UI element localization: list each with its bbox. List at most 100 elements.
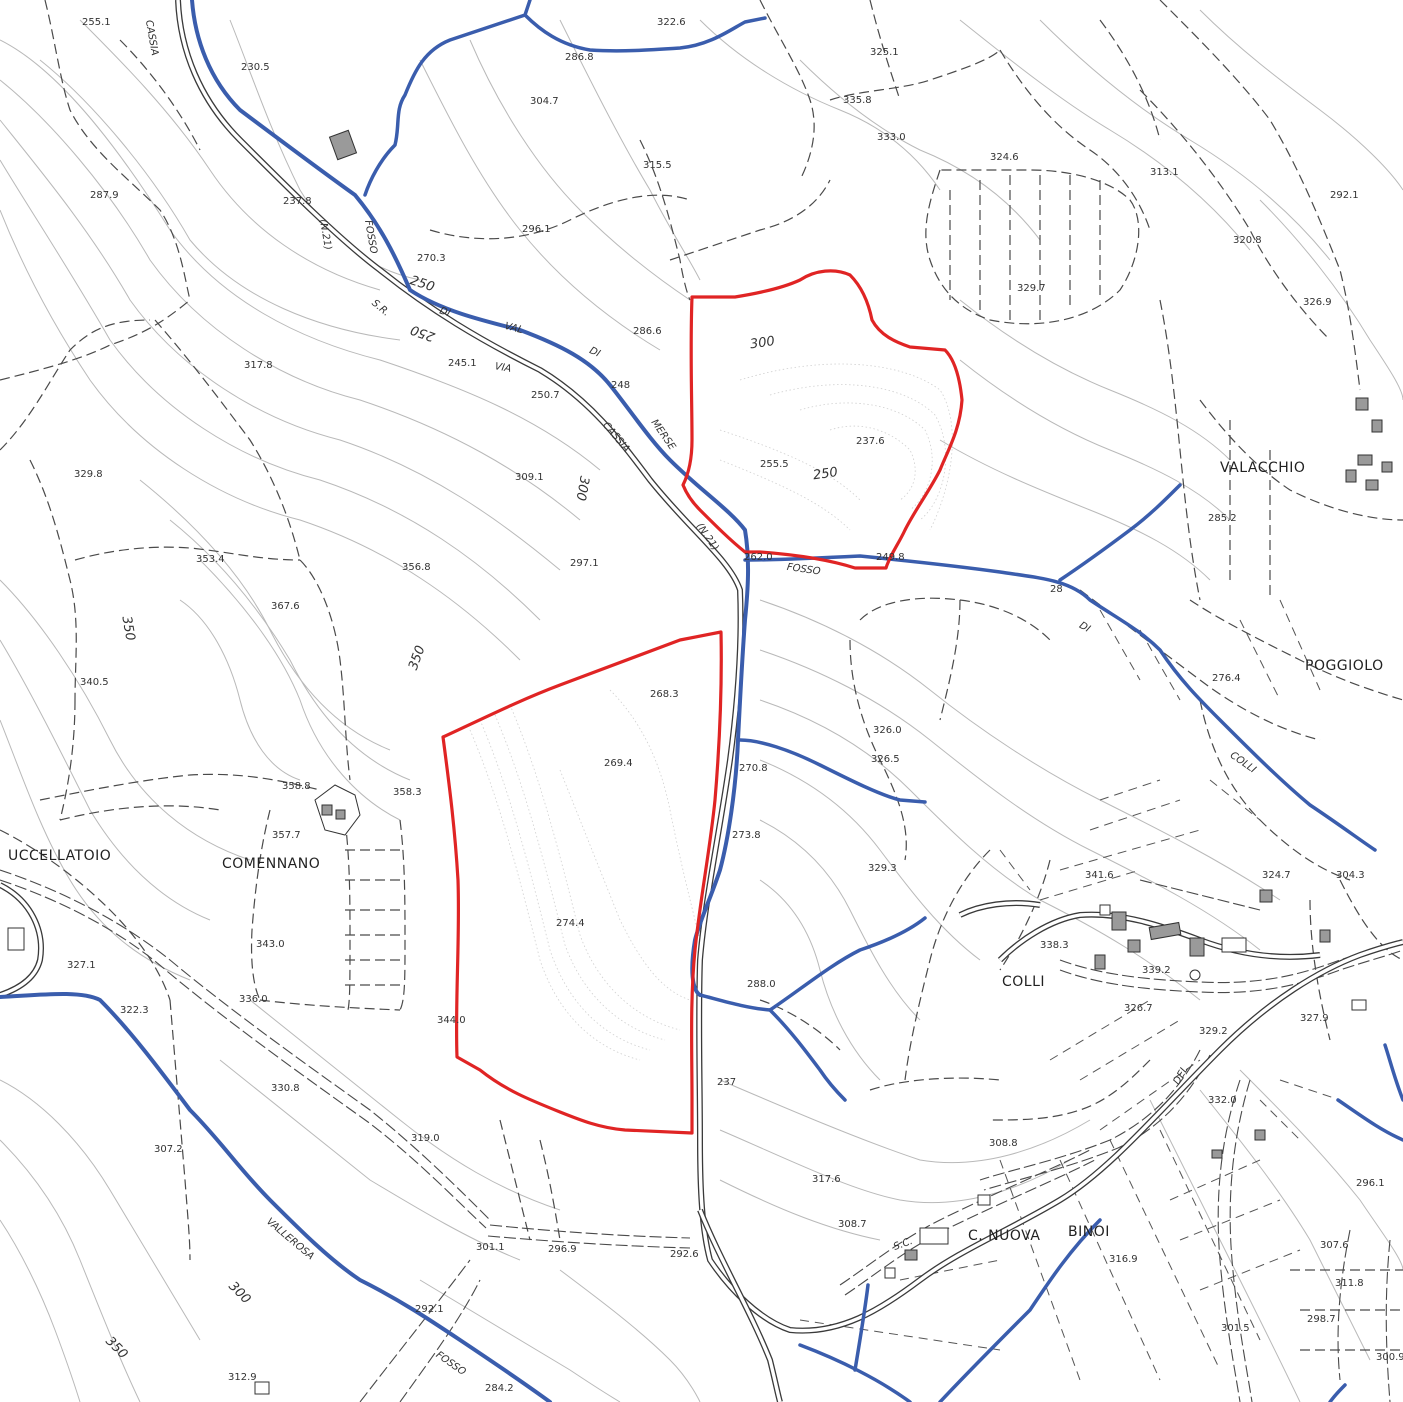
stream-trib-top-east [523, 13, 767, 53]
place-name-binoi: BINOI [1068, 1224, 1110, 1240]
stream-label: VAL [503, 321, 524, 336]
spot-height: 308.8 [989, 1138, 1018, 1149]
spot-height: 326.0 [873, 725, 902, 736]
place-names: VALACCHIO POGGIOLO UCCELLATOIO COMENNANO… [8, 460, 1384, 1244]
stream-trib-south-b [853, 1283, 870, 1372]
stream-label: DI [1077, 620, 1092, 635]
spot-height: 332.0 [1208, 1095, 1237, 1106]
spot-height: 357.7 [272, 830, 301, 841]
stream-label: DI [438, 306, 452, 320]
spot-height: 304.7 [530, 96, 559, 107]
spot-height: 301.1 [476, 1242, 505, 1253]
spot-height: 307.2 [154, 1144, 183, 1155]
place-name-colli: COLLI [1002, 974, 1045, 990]
spot-height: 358.3 [393, 787, 422, 798]
spot-height: 317.8 [244, 360, 273, 371]
spot-height: 340.5 [80, 677, 109, 688]
spot-height: 322.6 [657, 17, 686, 28]
spot-height: 356.8 [402, 562, 431, 573]
spot-heights: 255.1 230.5 322.6 286.8 325.1 304.7 335.… [67, 17, 1403, 1394]
spot-height: 285.2 [1208, 513, 1237, 524]
spot-height: 296.1 [522, 224, 551, 235]
spot-height: 237.6 [856, 436, 885, 447]
parcel-north [681, 269, 964, 570]
spot-height: 286.6 [633, 326, 662, 337]
parcel-south [441, 630, 723, 1135]
road-label: CASSIA [600, 420, 632, 455]
spot-height: 307.6 [1320, 1240, 1349, 1251]
spot-height: 292.6 [670, 1249, 699, 1260]
road-label: (N.21) [317, 218, 333, 251]
spot-height: 329.8 [74, 469, 103, 480]
place-name-poggiolo: POGGIOLO [1305, 658, 1384, 674]
spot-height: 237.8 [283, 196, 312, 207]
spot-height: 296.1 [1356, 1178, 1385, 1189]
contour-label: 350 [406, 644, 429, 672]
fine-contours [469, 363, 953, 1061]
stream-trib-east-c [1328, 1383, 1347, 1402]
spot-height: 316.9 [1109, 1254, 1138, 1265]
spot-height: 326.5 [871, 754, 900, 765]
spot-height: 237 [717, 1077, 736, 1088]
spot-height: 315.5 [643, 160, 672, 171]
stream-trib-288-south [768, 1008, 847, 1102]
spot-height: 344.0 [437, 1015, 466, 1026]
stream-trib-top [363, 0, 532, 197]
spot-height: 274.4 [556, 918, 585, 929]
stream-trib-south-a [798, 1343, 912, 1402]
spot-height: 304.3 [1336, 870, 1365, 881]
double-tracks [0, 869, 1403, 1402]
contour-label: 300 [749, 334, 776, 352]
spot-height: 286.8 [565, 52, 594, 63]
stream-fosso-di-colli [743, 554, 1377, 852]
place-name-c-nuova: C. NUOVA [968, 1228, 1040, 1244]
place-name-uccellatoio: UCCELLATOIO [8, 848, 111, 864]
spot-height: 353.4 [196, 554, 225, 565]
buildings [7, 129, 1393, 1395]
spot-height: 319.0 [411, 1133, 440, 1144]
spot-height: 249.8 [876, 552, 905, 563]
spot-height: 268.3 [650, 689, 679, 700]
contour-label: 300 [225, 1279, 253, 1307]
spot-height: 262.0 [744, 552, 773, 563]
spot-height: 269.4 [604, 758, 633, 769]
contour-labels: 250 300 250 300 350 350 300 350 [102, 273, 839, 1362]
road-label: 250 [409, 321, 437, 344]
stream-binoi [938, 1218, 1102, 1402]
spot-height: 311.8 [1335, 1278, 1364, 1289]
stream-fosso-di-val-di-merse [190, 0, 751, 997]
contour-label: 250 [812, 465, 839, 483]
spot-height: 250.7 [531, 390, 560, 401]
spot-height: 330.8 [271, 1083, 300, 1094]
spot-height: 288.0 [747, 979, 776, 990]
spot-height: 270.3 [417, 253, 446, 264]
place-name-comennano: COMENNANO [222, 856, 320, 872]
place-name-valacchio: VALACCHIO [1220, 460, 1305, 476]
contour-label: 350 [102, 1334, 130, 1362]
spot-height: 341.6 [1085, 870, 1114, 881]
spot-height: 325.1 [870, 47, 899, 58]
spot-height: 276.4 [1212, 673, 1241, 684]
spot-height: 333.0 [877, 132, 906, 143]
spot-height: 273.8 [732, 830, 761, 841]
spot-height: 329.3 [868, 863, 897, 874]
spot-height: 324.6 [990, 152, 1019, 163]
spot-height: 317.6 [812, 1174, 841, 1185]
spot-height: 335.8 [843, 95, 872, 106]
spot-height: 320.8 [1233, 235, 1262, 246]
spot-height: 270.8 [739, 763, 768, 774]
stream-label: FOSSO [434, 1350, 468, 1378]
spot-height: 300.9 [1376, 1352, 1403, 1363]
spot-height: 245.1 [448, 358, 477, 369]
contour-label: 250 [408, 273, 436, 295]
stream-vallerosa [0, 991, 552, 1402]
spot-height: 284.2 [485, 1383, 514, 1394]
spot-height: 248 [611, 380, 630, 391]
spot-height: 329.7 [1017, 283, 1046, 294]
stream-trib-288 [698, 916, 927, 1012]
spot-height: 326.7 [1124, 1003, 1153, 1014]
spot-height: 358.8 [282, 781, 311, 792]
